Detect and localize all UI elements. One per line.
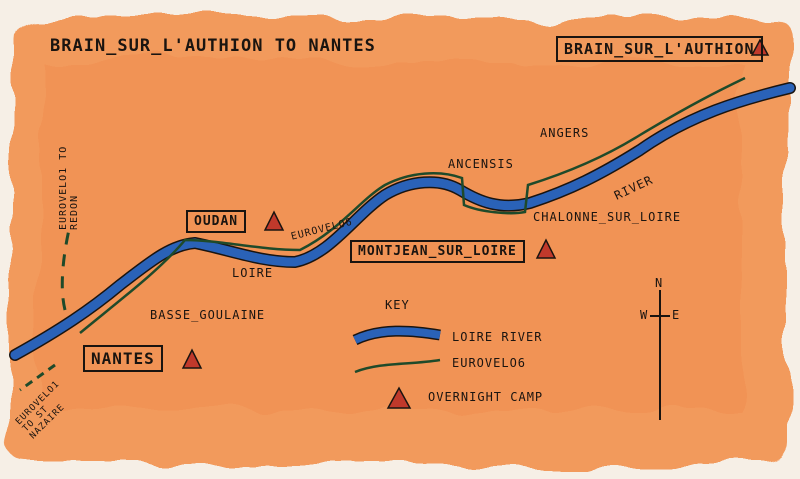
compass-e: E — [672, 308, 681, 322]
legend-route-icon — [354, 358, 441, 374]
eurovelo1-redon-route — [60, 224, 72, 311]
eurovelo1-stnazaire-route — [19, 363, 56, 392]
label-loire: LOIRE — [232, 266, 274, 280]
legend-item-camp: OVERNIGHT CAMP — [428, 390, 544, 404]
map-title: BRAIN_SUR_L'AUTHION TO NANTES — [50, 36, 376, 56]
place-basse-goulaine: BASSE_GOULAINE — [150, 308, 266, 322]
compass-icon — [650, 290, 670, 420]
legend-item-eurovelo6: EUROVELO6 — [452, 356, 527, 370]
legend-title: KEY — [385, 298, 410, 312]
place-chalonne: CHALONNE_SUR_LOIRE — [533, 210, 682, 224]
legend-river-fill — [353, 327, 441, 344]
place-montjean: MONTJEAN_SUR_LOIRE — [350, 240, 525, 263]
tent-icon — [181, 38, 770, 409]
eurovelo6-route — [79, 76, 746, 334]
compass-w: W — [640, 308, 649, 322]
place-nantes: NANTES — [83, 345, 163, 372]
place-ancensis: ANCENSIS — [448, 157, 514, 171]
compass-n: N — [655, 276, 664, 290]
loire-river-fill — [10, 83, 795, 360]
place-brain: BRAIN_SUR_L'AUTHION — [556, 36, 763, 62]
place-angers: ANGERS — [540, 126, 590, 140]
label-eurovelo1-redon: EUROVELO1 TO REDON — [58, 145, 80, 230]
place-oudan: OUDAN — [186, 210, 247, 233]
legend-item-river: LOIRE RIVER — [452, 330, 543, 344]
